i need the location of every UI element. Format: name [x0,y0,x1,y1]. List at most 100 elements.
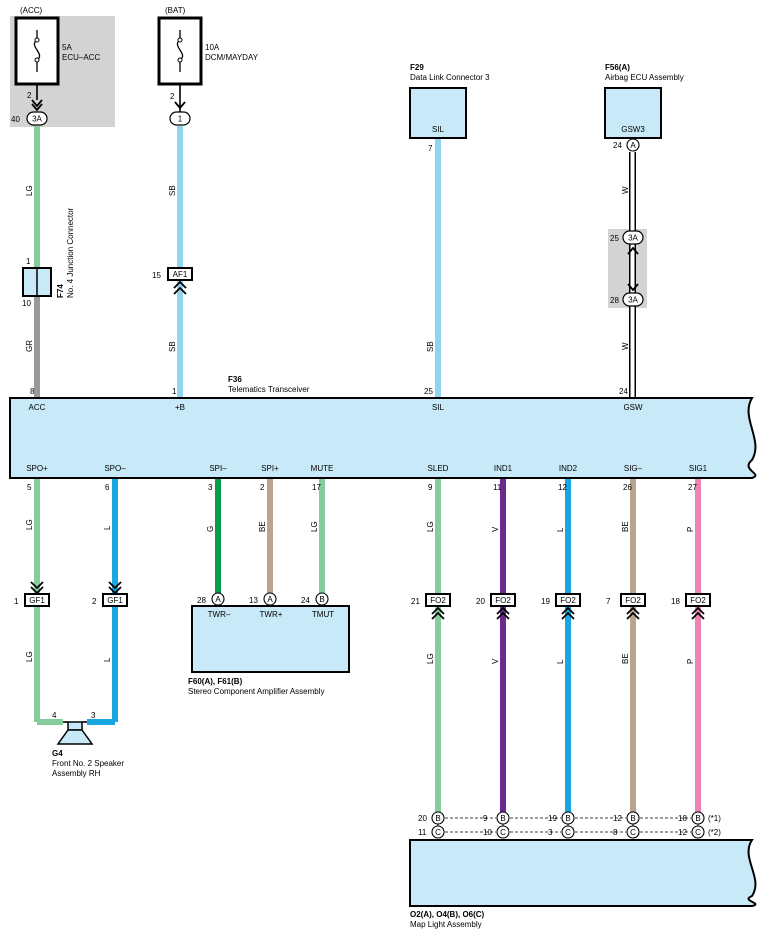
f36-bottom-pin: 5 [27,483,32,492]
amp-term: TWR– [208,610,231,619]
map-light-b-label: B [630,814,635,823]
f36-top-pin: 1 [172,387,177,396]
connector-arrow-icon [691,606,705,620]
map-light-c-label: C [695,828,701,837]
map-light-b-label: B [500,814,505,823]
connector-arrow-icon [174,101,186,110]
connector-1 [169,111,191,126]
wire-label: G [206,526,215,532]
connector-arrow-icon [31,99,43,112]
map-light-b-pin: 12 [613,814,622,823]
f74-pin-bottom: 10 [22,299,31,308]
speaker-pin-b: 3 [91,711,96,720]
f36-bottom-pin: 17 [312,483,321,492]
amp-conn-label: A [267,595,273,604]
connector-af1 [167,267,193,281]
amp-conn-label: B [319,595,324,604]
f36-bottom-pin: 12 [558,483,567,492]
map-light-c-pin: 10 [483,828,492,837]
f74-code: F74 [56,284,65,298]
stereo-amplifier-f60-f61 [191,605,350,673]
airbag-ecu-f56 [604,87,662,139]
map-light-b-pin: 18 [678,814,687,823]
wire-label: V [491,526,500,532]
wire-label: BE [621,521,630,532]
connector-3a-label: 3A [32,115,42,124]
connector-arrow-icon [173,280,187,295]
f74-pin-top: 1 [26,257,31,266]
f36-bottom-term: SPI+ [261,464,279,473]
speaker-pin-a: 4 [52,711,57,720]
map-light-c-label: C [500,828,506,837]
f36-name: Telematics Transceiver [228,385,310,394]
f36-bottom-pin: 6 [105,483,110,492]
wire-label: LG [426,653,435,664]
wire-label: LG [25,185,34,196]
amp-code: F60(A), F61(B) [188,677,243,686]
f29-name: Data Link Connector 3 [410,73,490,82]
fuse-bat-pin: 2 [170,92,175,101]
junction-3a-bottom [622,292,644,307]
fo2-pin: 20 [476,597,485,606]
wire-label: LG [25,651,34,662]
gf1-pin: 1 [14,597,19,606]
af1-pin: 15 [152,271,161,280]
amp-connector [211,592,225,606]
map-light-b-pin: 19 [548,814,557,823]
fuse-bat-terminal-icon [177,57,183,63]
connector-fo2 [685,593,711,607]
fuse-acc-power: (ACC) [20,6,43,15]
telematics-transceiver-f36 [9,397,757,479]
map-light-c-pin: 8 [613,828,618,837]
f29-term: SIL [432,125,445,134]
map-light-c-label: C [435,828,441,837]
f36-top-pin: 8 [30,387,35,396]
fuse-bat-rating: 10A [205,43,220,52]
fo2-pin: 7 [606,597,611,606]
wire-label: L [103,657,112,662]
map-light-c-label: C [630,828,636,837]
connector-gf1-1 [24,593,50,607]
f56-pin: 24 [613,141,622,150]
connector-arrow-icon [627,246,639,255]
gf1-pin: 2 [92,597,97,606]
speaker-name-2: Assembly RH [52,769,101,778]
map-light-b-label: B [565,814,570,823]
amp-connector [315,592,329,606]
f36-top-term: ACC [29,403,46,412]
f29-code: F29 [410,63,424,72]
f36-code: F36 [228,375,242,384]
af1-label: AF1 [173,270,188,279]
junction-3a-top-label: 3A [628,234,638,243]
connector-arrow-icon [561,606,575,620]
fuse-acc-name: ECU–ACC [62,53,100,62]
wire-label: SB [168,185,177,196]
wire-label: W [621,342,630,350]
f36-top-pin: 24 [619,387,628,396]
wire-label: BE [621,653,630,664]
connector-arrow-icon [626,606,640,620]
f36-bottom-pin: 9 [428,483,433,492]
fo2-label: FO2 [560,596,576,605]
wire-label: BE [258,521,267,532]
map-light-c-pin: 12 [678,828,687,837]
f56-name: Airbag ECU Assembly [605,73,684,82]
amp-name: Stereo Component Amplifier Assembly [188,687,325,696]
map-light-note2: (*2) [708,828,721,837]
fuse-bat-power: (BAT) [165,6,186,15]
f36-bottom-pin: 2 [260,483,265,492]
wire-label: P [686,659,695,664]
map-light-c-label: C [565,828,571,837]
f36-bottom-pin: 26 [623,483,632,492]
connector-3a-pin: 40 [11,115,20,124]
junction-3a-top-pin: 25 [610,234,619,243]
amp-pin: 13 [249,596,258,605]
map-light-c-pin: 3 [548,828,553,837]
fo2-pin: 19 [541,597,550,606]
wire-label: GR [25,340,34,352]
f56-term: GSW3 [621,125,645,134]
f36-bottom-term: SIG1 [689,464,708,473]
gf1-label: GF1 [29,596,45,605]
amp-connector [263,592,277,606]
